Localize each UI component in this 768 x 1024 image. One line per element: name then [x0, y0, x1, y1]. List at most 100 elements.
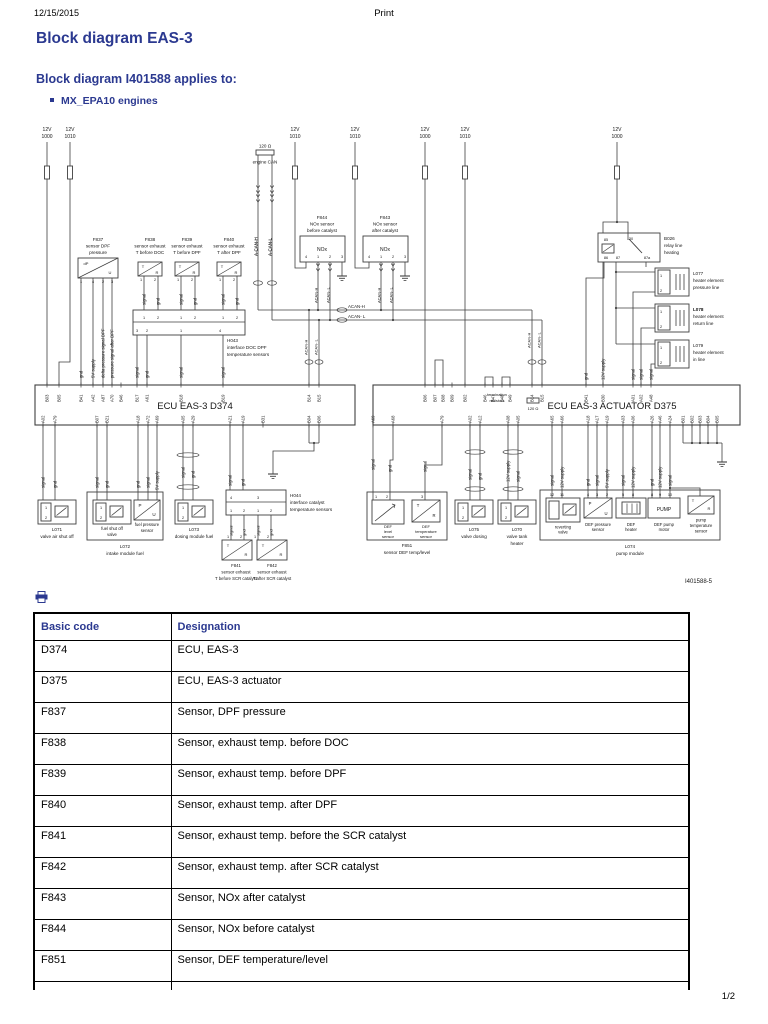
wire: [473, 507, 484, 516]
symbol-letter: U: [109, 270, 112, 275]
pin-number: 2: [233, 278, 235, 282]
component-label: sensor exhaust: [134, 244, 166, 249]
component-label: DEF pressure: [585, 522, 612, 527]
wire: [650, 363, 655, 385]
pin-label: A46: [658, 415, 663, 423]
box: [621, 501, 641, 515]
pin-number: 4: [230, 496, 232, 500]
component-code: F837: [93, 237, 104, 242]
component-label: valve: [107, 532, 117, 537]
component-label: relay line: [664, 243, 683, 248]
pin-number: 1: [257, 509, 259, 513]
pin-number: 2: [392, 255, 394, 259]
wire-label: gnd: [79, 370, 84, 378]
box: [371, 499, 405, 525]
header-print-label: Print: [374, 8, 394, 19]
table-cell: Sensor, NOx after catalyst: [170, 888, 690, 920]
pin-label: B06: [423, 394, 428, 402]
connector-symbol: [537, 359, 547, 365]
box: [177, 502, 189, 522]
wire-label: signal: [595, 475, 600, 486]
box: [362, 235, 409, 263]
pin-label: B31: [261, 415, 266, 423]
component-label: DEF: [422, 524, 431, 529]
pin-label: A68: [391, 415, 396, 423]
col-header-basic-code: Basic code: [33, 612, 172, 641]
table-cell: [170, 981, 690, 990]
supply-circuit: 1000: [419, 134, 430, 140]
wire: [484, 376, 494, 385]
wire-label: gnd: [650, 478, 655, 486]
pin-number: 1: [182, 506, 184, 510]
wire: [564, 505, 575, 514]
wire: [516, 507, 527, 516]
wire-label: signal: [649, 369, 654, 380]
pin-label: A72: [146, 415, 151, 423]
component-label: DEF: [627, 522, 636, 527]
wire-label: signal: [95, 477, 100, 488]
pin-number: 2: [45, 516, 47, 520]
wire-label: signal: [516, 471, 521, 482]
bus-label: ACAN- L: [348, 314, 366, 319]
wire: [501, 376, 511, 385]
wire-label: ACAN- L: [389, 286, 394, 303]
pin-number: 2: [329, 255, 331, 259]
component-code: F843: [380, 215, 391, 220]
wire: [269, 185, 275, 189]
pin-number: 2: [182, 516, 184, 520]
table-cell: F844: [33, 919, 172, 951]
box: [255, 149, 275, 156]
pin-label: B02: [690, 415, 695, 423]
connector-symbol: [464, 449, 486, 455]
symbol-letter: PUMP: [657, 507, 672, 513]
pin-label: B09: [450, 394, 455, 402]
component-label: after catalyst: [372, 228, 399, 233]
wire-label: 12V supply: [631, 466, 636, 488]
symbol-letter: T: [692, 498, 695, 503]
print-icon[interactable]: [35, 590, 48, 608]
wire-label: signal: [221, 294, 226, 305]
box: [657, 305, 671, 331]
connector-symbol: [464, 486, 486, 492]
pin-label: A02: [468, 415, 473, 423]
pin-label: A26: [650, 415, 655, 423]
pin-number: 1: [45, 506, 47, 510]
wire: [111, 507, 122, 516]
wire-label: gnd: [156, 297, 161, 305]
pin-label: B14: [530, 394, 535, 402]
wire-label: 5V supply: [155, 470, 160, 490]
box: [614, 165, 620, 180]
component-label: DEF: [384, 524, 393, 529]
box: [372, 384, 741, 426]
component-label: NOx sensor: [373, 222, 398, 227]
component-label: level: [384, 529, 392, 534]
pin-number: 4: [92, 280, 94, 284]
symbol-letter: NOx: [380, 247, 391, 253]
wire-label: gnd: [586, 478, 591, 486]
wire: [294, 142, 307, 269]
box: [526, 397, 540, 404]
wire: [58, 142, 71, 385]
wire-label: gnd: [269, 529, 274, 536]
pin-number: 2: [386, 495, 388, 499]
table-cell: F838: [33, 733, 172, 765]
symbol-letter: T: [142, 264, 145, 269]
component-label: pressure line: [693, 285, 720, 290]
wire: [378, 268, 384, 272]
pin-number: 1: [219, 278, 221, 282]
connector-symbol: [253, 280, 263, 286]
table-cell: F851: [33, 950, 172, 982]
wire: [315, 268, 321, 272]
component-label: interface DOC DPF: [227, 345, 267, 350]
table-cell: Sensor, exhaust temp. before DPF: [170, 764, 690, 796]
junction-dot: [316, 308, 320, 312]
component-label: valve: [558, 530, 568, 535]
wire-label: signal: [639, 369, 644, 380]
pin-number: 11: [560, 493, 564, 497]
wire-label: A-CAN-H: [254, 237, 259, 256]
wire: [216, 261, 242, 277]
component-label: heater element: [693, 314, 724, 319]
